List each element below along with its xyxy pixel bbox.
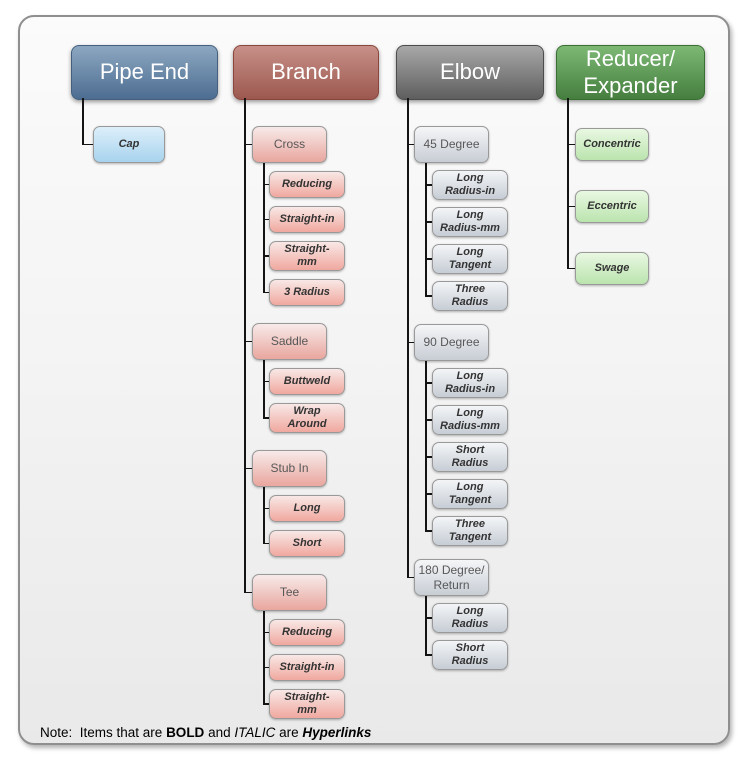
node-long-radius-mm[interactable]: Long Radius-mm [432,207,508,237]
connector-line [425,419,432,421]
node-long-radius-in[interactable]: Long Radius-in [432,170,508,200]
node-straight-mm[interactable]: Straight- mm [269,241,345,271]
node-short-radius[interactable]: Short Radius [432,442,508,472]
node-three-tangent[interactable]: Three Tangent [432,516,508,546]
node-cap[interactable]: Cap [93,126,165,163]
connector-line [567,267,575,269]
node-three-radius[interactable]: Three Radius [432,281,508,311]
connector-line [425,530,432,532]
connector-line [244,340,252,342]
connector-line [567,205,575,207]
header-reducer-expander: Reducer/ Expander [556,45,705,100]
connector-line [263,485,265,543]
node-short[interactable]: Short [269,530,345,557]
connector-line [425,456,432,458]
connector-line [425,594,427,654]
node-swage[interactable]: Swage [575,252,649,285]
node-tee: Tee [252,574,327,611]
node-long[interactable]: Long [269,495,345,522]
node-long-radius[interactable]: Long Radius [432,603,508,633]
connector-line [244,591,252,593]
node-3-radius[interactable]: 3 Radius [269,279,345,306]
note-segment: BOLD [166,725,205,740]
node-short-radius[interactable]: Short Radius [432,640,508,670]
connector-line [407,576,414,578]
note-segment: Note: Items that are [40,725,167,740]
note-segment: and [204,725,235,740]
node-straight-mm[interactable]: Straight- mm [269,689,345,719]
connector-line [425,382,432,384]
node-long-radius-mm[interactable]: Long Radius-mm [432,405,508,435]
connector-line [425,493,432,495]
connector-line [82,143,93,145]
connector-line [263,218,269,220]
connector-line [244,467,252,469]
connector-line [244,143,252,145]
connector-line [407,143,414,145]
connector-line [567,143,575,145]
node-straight-in[interactable]: Straight-in [269,206,345,233]
header-pipe-end: Pipe End [71,45,218,100]
connector-line [263,380,269,382]
node-reducing[interactable]: Reducing [269,619,345,646]
connector-line [263,183,269,185]
connector-line [82,98,84,144]
node-long-radius-in[interactable]: Long Radius-in [432,368,508,398]
node-eccentric[interactable]: Eccentric [575,190,649,223]
node-45-degree: 45 Degree [414,126,489,163]
node-180-degree-return: 180 Degree/ Return [414,559,489,596]
node-straight-in[interactable]: Straight-in [269,654,345,681]
connector-line [263,542,269,544]
connector-line [407,341,414,343]
connector-line [263,703,269,705]
note-segment: are [275,725,303,740]
connector-line [407,98,409,577]
connector-line [425,184,432,186]
note-text: Note: Items that are BOLD and ITALIC are… [40,725,371,740]
connector-line [425,359,427,530]
node-reducing[interactable]: Reducing [269,171,345,198]
connector-line [263,255,269,257]
connector-line [425,258,432,260]
connector-line [425,221,432,223]
header-elbow: Elbow [396,45,544,100]
header-branch: Branch [233,45,379,100]
connector-line [425,654,432,656]
connector-line [263,161,265,292]
connector-line [425,161,427,295]
node-90-degree: 90 Degree [414,324,489,361]
connector-line [244,98,246,592]
connector-line [567,98,569,268]
note-segment: ITALIC [234,725,276,740]
node-cross: Cross [252,126,327,163]
node-wrap-around[interactable]: Wrap Around [269,403,345,433]
connector-line [425,617,432,619]
node-long-tangent[interactable]: Long Tangent [432,244,508,274]
connector-line [263,417,269,419]
connector-line [263,358,265,417]
connector-line [425,295,432,297]
connector-line [263,291,269,293]
node-saddle: Saddle [252,323,327,360]
connector-line [263,507,269,509]
connector-line [263,666,269,668]
node-concentric[interactable]: Concentric [575,128,649,161]
node-long-tangent[interactable]: Long Tangent [432,479,508,509]
note-segment: Hyperlinks [302,725,372,740]
node-buttweld[interactable]: Buttweld [269,368,345,395]
connector-line [263,609,265,703]
connector-line [263,631,269,633]
node-stub-in: Stub In [252,450,327,487]
